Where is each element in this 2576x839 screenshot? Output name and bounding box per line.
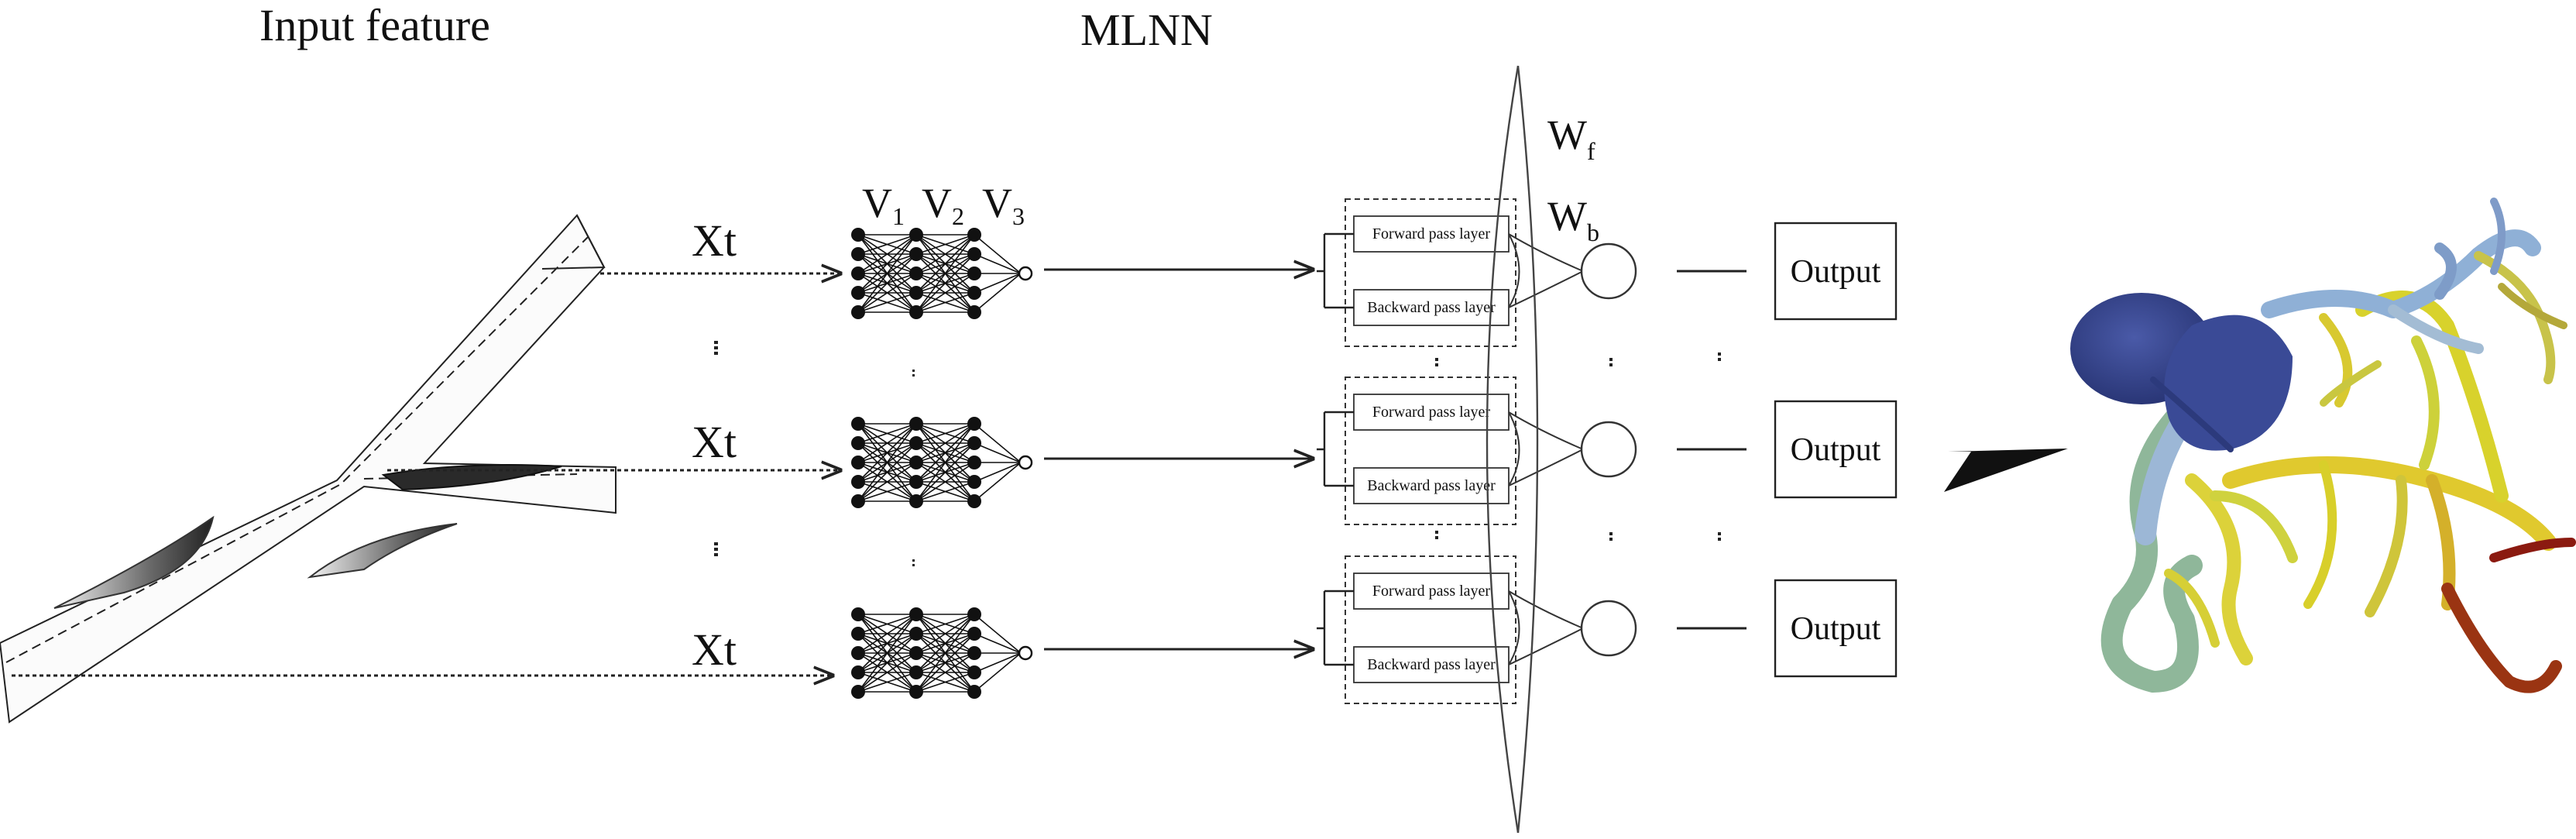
output-box (1774, 579, 1898, 678)
result-arrowhead (1944, 449, 2068, 492)
xt-label-1: Xt (692, 215, 737, 266)
mlp-neuron (851, 286, 865, 300)
hidden-state-node (1580, 421, 1637, 478)
mlp-to-bilstm-arrows (1044, 270, 1313, 649)
output-label: Output (1791, 611, 1881, 647)
forward-pass-label: Forward pass layer (1372, 583, 1491, 600)
forward-pass-layer (1353, 573, 1510, 610)
mlp-neuron (967, 456, 981, 469)
mlp-neuron (967, 286, 981, 300)
output-label: Output (1791, 254, 1881, 290)
v3-label: V3 (982, 180, 1025, 230)
backward-pass-label: Backward pass layer (1367, 656, 1496, 673)
mlp-neuron (909, 286, 923, 300)
mlp-neuron (851, 417, 865, 431)
coronary-artery-model (2070, 198, 2576, 693)
mlp-neuron (967, 305, 981, 319)
mlp-network (851, 417, 1033, 508)
mlp-neuron (851, 305, 865, 319)
hidden-state-node (1580, 600, 1637, 657)
mlp-output-neuron (1018, 645, 1033, 661)
mlp-neuron (967, 475, 981, 489)
hidden-state-node (1580, 242, 1637, 300)
mlp-neuron (909, 266, 923, 280)
mlp-neuron (909, 627, 923, 641)
xt-label-2: Xt (692, 417, 737, 467)
mlp-neuron (967, 607, 981, 621)
mlp-neuron (909, 494, 923, 508)
mlp-neuron (909, 305, 923, 319)
mlp-networks (851, 228, 1033, 699)
output-label: Output (1791, 432, 1881, 468)
wf-label: Wf (1547, 112, 1595, 165)
mlp-neuron (851, 665, 865, 679)
mlp-network (851, 228, 1033, 319)
mlp-neuron (967, 228, 981, 242)
wb-label: Wb (1547, 193, 1599, 246)
mlp-neuron (967, 436, 981, 450)
mlp-neuron (851, 266, 865, 280)
mlp-output-neuron (1018, 455, 1033, 470)
mlp-neuron (909, 475, 923, 489)
mlp-neuron (909, 456, 923, 469)
backward-pass-layer (1353, 646, 1510, 683)
mlp-neuron (851, 436, 865, 450)
forward-pass-label: Forward pass layer (1372, 225, 1491, 242)
mlp-neuron (909, 417, 923, 431)
backward-pass-label: Backward pass layer (1367, 477, 1496, 494)
mlp-neuron (967, 266, 981, 280)
mlp-neuron (909, 247, 923, 261)
mlp-neuron (851, 456, 865, 469)
mlp-neuron (909, 436, 923, 450)
mlp-neuron (851, 627, 865, 641)
mlnn-title: MLNN (1080, 5, 1213, 55)
mlp-neuron (851, 228, 865, 242)
mlp-neuron (909, 646, 923, 660)
mlp-neuron (851, 685, 865, 699)
layer-labels: V1 V2 V3 (862, 180, 1025, 230)
mlp-neuron (909, 665, 923, 679)
mlp-neuron (851, 475, 865, 489)
mlp-neuron (967, 627, 981, 641)
v2-label: V2 (922, 180, 964, 230)
mlp-neuron (967, 685, 981, 699)
mlp-neuron (909, 685, 923, 699)
mlp-neuron (909, 228, 923, 242)
output-box (1774, 400, 1898, 499)
vessel-bifurcation-illustration (0, 214, 617, 724)
backward-pass-layer (1353, 289, 1510, 326)
output-box (1774, 222, 1898, 321)
mlp-neuron (967, 417, 981, 431)
mlp-neuron (851, 494, 865, 508)
mlp-neuron (851, 646, 865, 660)
mlp-neuron (967, 247, 981, 261)
mlp-neuron (967, 646, 981, 660)
xt-label-3: Xt (692, 624, 737, 675)
input-feature-title: Input feature (259, 0, 490, 50)
recurrent-arcs (1485, 65, 1539, 834)
forward-pass-label: Forward pass layer (1372, 404, 1491, 421)
mlp-neuron (851, 607, 865, 621)
mlp-neuron (851, 247, 865, 261)
backward-pass-label: Backward pass layer (1367, 299, 1496, 316)
ellipsis-dots (714, 341, 1721, 566)
mlp-network (851, 607, 1033, 699)
mlp-neuron (909, 607, 923, 621)
mlp-neuron (967, 494, 981, 508)
input-arrows (12, 273, 840, 676)
mlp-neuron (967, 665, 981, 679)
forward-pass-layer (1353, 394, 1510, 431)
v1-label: V1 (862, 180, 905, 230)
mlp-output-neuron (1018, 266, 1033, 281)
